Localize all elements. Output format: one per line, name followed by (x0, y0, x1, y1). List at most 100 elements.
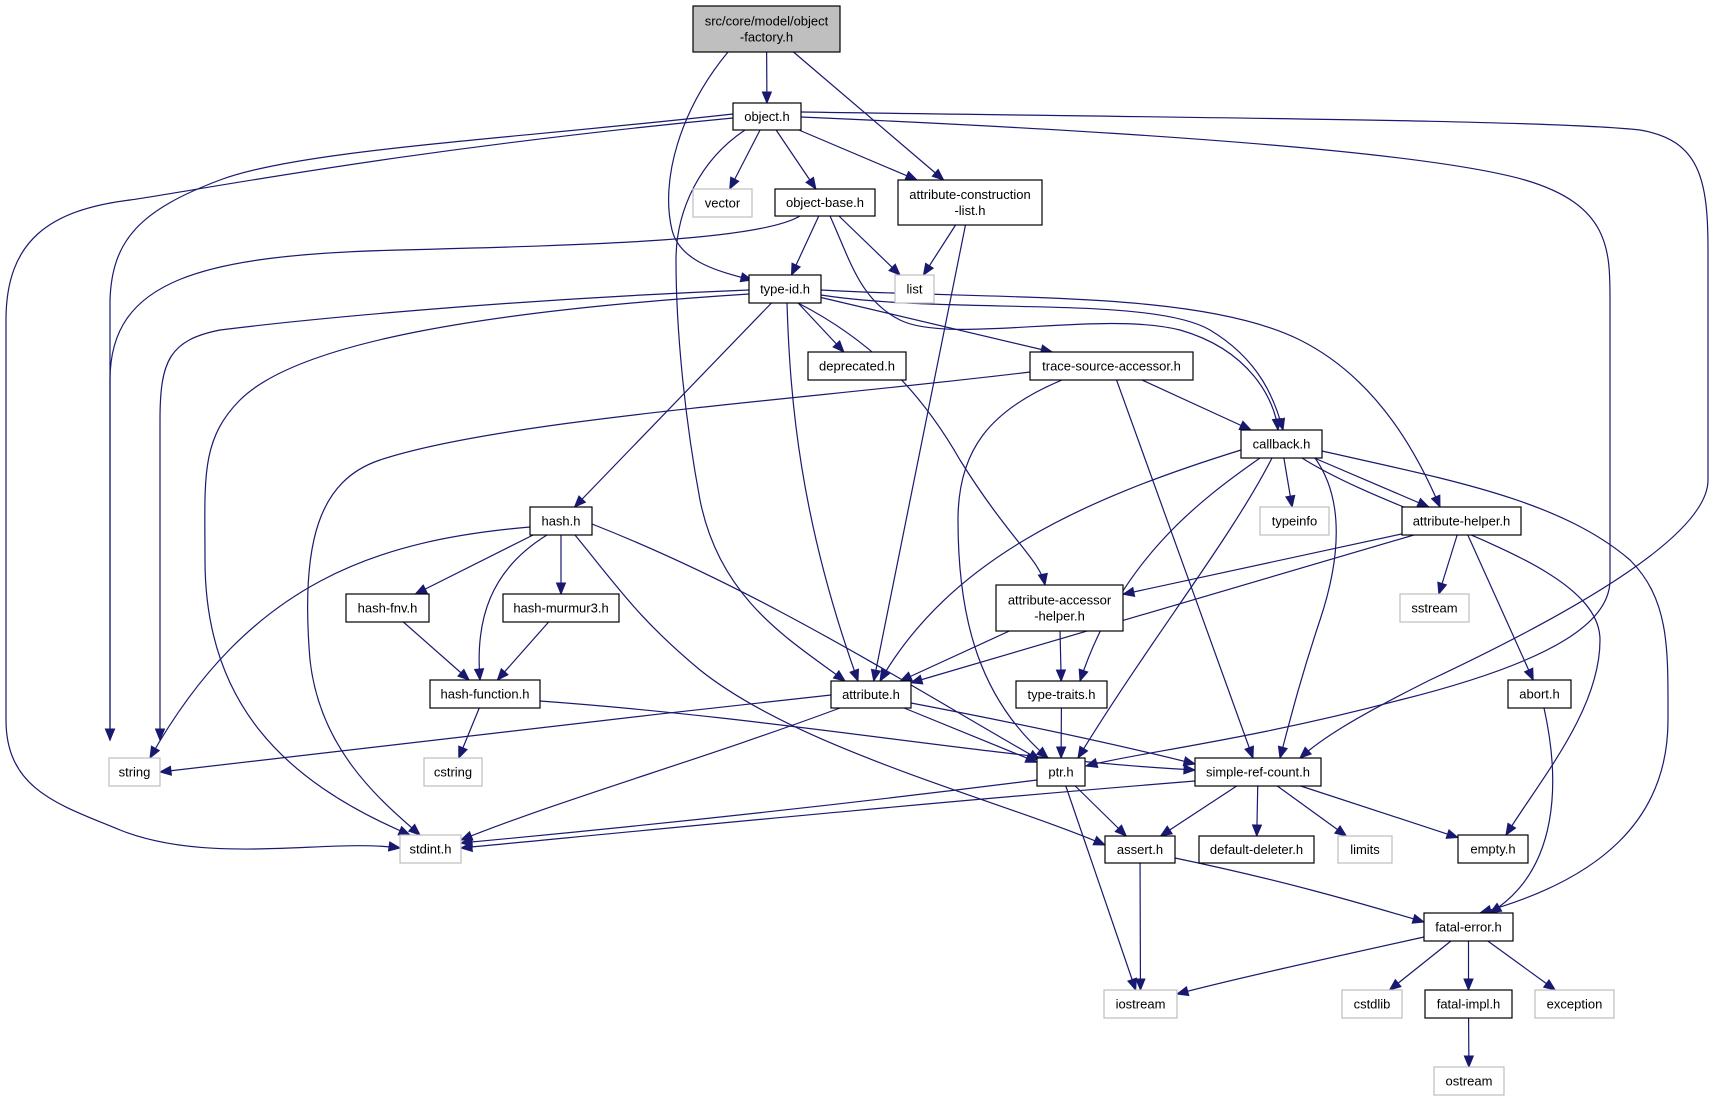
node-box (1198, 835, 1315, 864)
arrowhead-icon (1251, 824, 1263, 838)
node-type-id[interactable]: type-id.h (748, 274, 822, 304)
node-label: limits (1350, 842, 1380, 857)
node-label: assert.h (1117, 842, 1163, 857)
edge-object-factory-to-attribute-construction-list (793, 51, 945, 181)
edge-line (1074, 785, 1127, 837)
node-label: abort.h (1519, 687, 1559, 702)
node-object[interactable]: object.h (732, 102, 802, 131)
arrowhead-icon (1121, 586, 1136, 597)
arrowhead-icon (1077, 745, 1089, 760)
node-box (1401, 506, 1522, 536)
edge-fatal-error-to-fatal-impl (1463, 941, 1474, 992)
arrowhead-icon (1523, 667, 1534, 682)
node-box (529, 506, 593, 536)
node-label: src/core/model/object (705, 14, 829, 29)
node-vector: vector (692, 188, 753, 218)
edge-type-id-to-attribute-helper (820, 289, 1441, 509)
node-box (1433, 1066, 1505, 1096)
edge-line (900, 630, 1010, 682)
node-deprecated[interactable]: deprecated.h (807, 351, 907, 381)
node-iostream: iostream (1103, 989, 1178, 1019)
node-box (1240, 429, 1323, 459)
arrowhead-icon (931, 168, 945, 181)
node-default-deleter[interactable]: default-deleter.h (1198, 835, 1315, 864)
node-label: attribute-construction (909, 187, 1030, 202)
arrowhead-icon (1055, 669, 1067, 683)
node-ptr[interactable]: ptr.h (1036, 757, 1086, 787)
edge-hash-function-to-simple-ref-count (539, 700, 1197, 775)
node-attribute-helper[interactable]: attribute-helper.h (1401, 506, 1522, 536)
arrowhead-icon (1333, 825, 1348, 837)
edge-line (1079, 457, 1261, 682)
arrowhead-icon (1388, 978, 1402, 991)
edge-line (798, 129, 918, 181)
edge-hash-to-string (149, 526, 531, 760)
node-label: exception (1547, 997, 1603, 1012)
edge-line (910, 702, 1196, 765)
node-label: empty.h (1470, 842, 1515, 857)
arrowhead-icon (1037, 572, 1048, 587)
edge-simple-ref-count-to-default-deleter (1251, 785, 1263, 838)
node-box (1534, 989, 1615, 1019)
edge-line (1115, 379, 1254, 759)
node-hash-fnv[interactable]: hash-fnv.h (345, 593, 430, 623)
node-hash-murmur3[interactable]: hash-murmur3.h (502, 593, 620, 623)
edge-line (1321, 450, 1669, 914)
edge-line (1077, 457, 1273, 759)
node-label: -list.h (954, 203, 985, 218)
node-box (1457, 834, 1529, 864)
node-label: stdint.h (410, 842, 452, 857)
edge-assert-to-fatal-error (1174, 857, 1426, 924)
edge-callback-to-type-traits (1078, 457, 1261, 683)
node-object-factory[interactable]: src/core/model/object-factory.h (692, 5, 841, 53)
edge-line (1176, 936, 1425, 995)
node-attribute[interactable]: attribute.h (830, 680, 912, 709)
edge-line (1467, 534, 1534, 681)
arrowhead-icon (1238, 420, 1253, 431)
edge-hash-function-to-cstring (458, 707, 480, 760)
arrowhead-icon (729, 176, 740, 191)
arrowhead-icon (1463, 1055, 1475, 1069)
node-box (1337, 835, 1393, 864)
arrowhead-icon (832, 340, 845, 353)
node-object-base[interactable]: object-base.h (774, 188, 876, 217)
node-hash-function[interactable]: hash-function.h (429, 679, 541, 709)
edge-line (307, 371, 1031, 836)
edge-line (797, 302, 1046, 586)
arrowhead-icon (849, 668, 860, 683)
node-box (748, 274, 822, 304)
node-box (1029, 351, 1194, 381)
node-box (1036, 757, 1086, 787)
arrowhead-icon (1299, 746, 1313, 759)
edge-object-to-object-base (775, 129, 817, 191)
node-fatal-impl[interactable]: fatal-impl.h (1424, 989, 1513, 1019)
node-assert[interactable]: assert.h (1104, 835, 1176, 864)
edge-type-id-to-deprecated (797, 302, 845, 353)
node-fatal-error[interactable]: fatal-error.h (1423, 912, 1514, 942)
arrowhead-icon (922, 262, 935, 277)
arrowhead-icon (457, 668, 471, 681)
node-label: string (119, 765, 151, 780)
node-attribute-construction-list[interactable]: attribute-construction-list.h (897, 179, 1043, 226)
node-abort[interactable]: abort.h (1507, 679, 1572, 709)
edge-attribute-helper-to-abort (1467, 534, 1534, 682)
node-callback[interactable]: callback.h (1240, 429, 1323, 459)
node-box (774, 188, 876, 217)
node-hash[interactable]: hash.h (529, 506, 593, 536)
edge-line (829, 215, 1279, 431)
edge-attribute-accessor-helper-to-attribute (899, 630, 1010, 682)
node-type-traits[interactable]: type-traits.h (1015, 680, 1108, 709)
node-label: trace-source-accessor.h (1042, 359, 1181, 374)
node-label: -helper.h (1034, 609, 1085, 624)
edge-line (873, 224, 967, 682)
arrowhead-icon (158, 765, 173, 776)
node-empty[interactable]: empty.h (1457, 834, 1529, 864)
nodes-layer: src/core/model/object-factory.h object.h v… (108, 5, 1615, 1096)
node-attribute-accessor-helper[interactable]: attribute-accessor-helper.h (995, 584, 1124, 632)
node-trace-source-accessor[interactable]: trace-source-accessor.h (1029, 351, 1194, 381)
edge-simple-ref-count-to-empty (1300, 785, 1460, 839)
node-simple-ref-count[interactable]: simple-ref-count.h (1194, 757, 1322, 787)
edge-hash-to-assert (574, 534, 1107, 846)
node-label: hash-murmur3.h (513, 601, 608, 616)
node-label: object-base.h (786, 195, 864, 210)
